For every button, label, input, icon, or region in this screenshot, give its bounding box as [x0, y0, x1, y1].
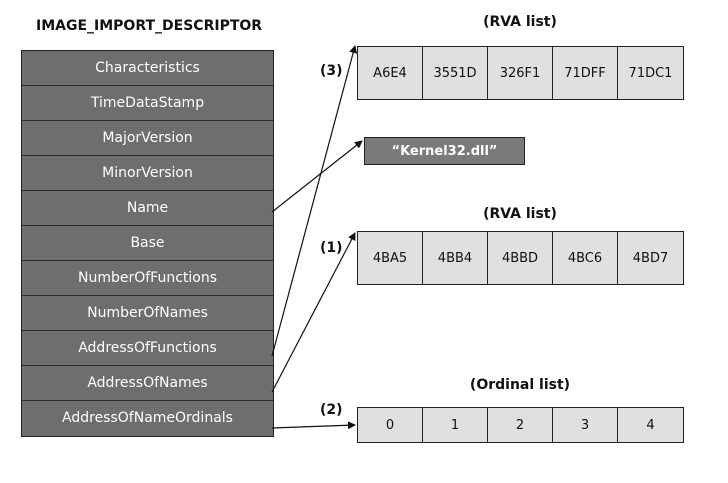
ordinal-cell: 4 [646, 417, 655, 433]
arrow-names-to-rva-mid [271, 232, 356, 393]
rva-list-mid-title: (RVA list) [483, 206, 557, 222]
arrow-ordinals-to-list [271, 421, 356, 430]
field-base: Base [22, 226, 273, 261]
marker-1: (1) [320, 240, 343, 256]
rva-top-cell: 3551D [423, 47, 488, 99]
field-number-of-functions: NumberOfFunctions [22, 261, 273, 296]
rva-list-mid: 4BA5 4BB4 4BBD 4BC6 4BD7 [357, 231, 684, 285]
arrow-name-to-dll [271, 140, 363, 213]
rva-mid-cell: 4BBD [488, 232, 553, 284]
ordinal-cell: 2 [488, 408, 553, 442]
field-address-of-functions: AddressOfFunctions [22, 331, 273, 366]
ordinal-cell: 1 [423, 408, 488, 442]
ordinal-cell: 3 [553, 408, 618, 442]
ordinal-cell: 0 [358, 408, 423, 442]
rva-mid-cell: 4BD7 [632, 250, 669, 266]
rva-list-top-title: (RVA list) [483, 14, 557, 30]
import-descriptor-table: Characteristics TimeDataStamp MajorVersi… [21, 50, 274, 437]
rva-mid-cell: 4BB4 [423, 232, 488, 284]
rva-top-cell: A6E4 [358, 47, 423, 99]
marker-3: (3) [320, 63, 343, 79]
field-address-of-name-ordinals: AddressOfNameOrdinals [62, 410, 233, 426]
field-characteristics: Characteristics [22, 51, 273, 86]
rva-top-cell: 71DFF [553, 47, 618, 99]
field-number-of-names: NumberOfNames [22, 296, 273, 331]
ordinal-list-title: (Ordinal list) [469, 377, 571, 393]
field-name: Name [22, 191, 273, 226]
field-major-version: MajorVersion [22, 121, 273, 156]
ordinal-list: 0 1 2 3 4 [357, 407, 684, 443]
field-address-of-names: AddressOfNames [22, 366, 273, 401]
field-time-data-stamp: TimeDataStamp [22, 86, 273, 121]
rva-top-cell: 326F1 [488, 47, 553, 99]
dll-name-box: “Kernel32.dll” [364, 137, 525, 165]
rva-top-cell: 71DC1 [628, 65, 673, 81]
field-minor-version: MinorVersion [22, 156, 273, 191]
rva-mid-cell: 4BC6 [553, 232, 618, 284]
rva-list-top: A6E4 3551D 326F1 71DFF 71DC1 [357, 46, 684, 100]
marker-2: (2) [320, 402, 343, 418]
arrow-functions-to-rva-top [271, 45, 358, 357]
rva-mid-cell: 4BA5 [358, 232, 423, 284]
struct-title: IMAGE_IMPORT_DESCRIPTOR [36, 18, 263, 34]
